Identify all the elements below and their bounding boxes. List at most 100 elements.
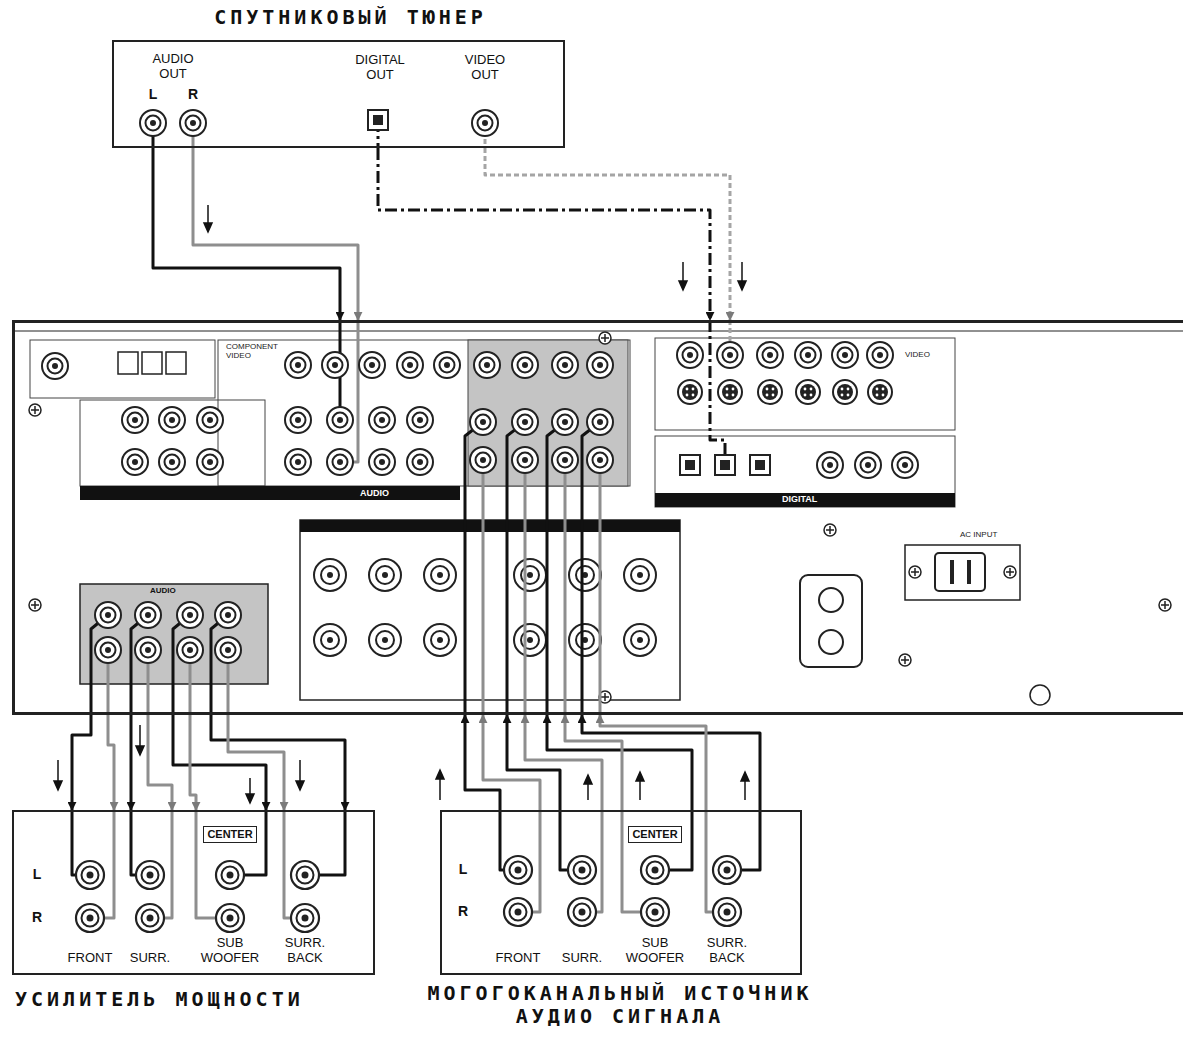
signal-cable [72,715,91,810]
rca-jack [359,352,385,378]
cable-stub [108,650,228,715]
device-jack [568,856,596,884]
receiver-panel [967,560,971,584]
panel-screw [1159,599,1171,611]
cable-stub [72,120,760,918]
signal-cable [485,148,730,320]
device-box: МОГОГОКАНАЛЬНЫЙ ИСТОЧНИК АУДИО СИГНАЛАLR… [440,810,802,975]
device-jack [641,856,669,884]
speaker-terminal [369,559,401,591]
signal-cable [483,715,540,810]
rca-jack [135,602,161,628]
panel-screw [1004,566,1016,578]
rca-jack [285,352,311,378]
rca-jack [42,353,68,379]
signal-cable [153,148,340,320]
rca-jack [434,352,460,378]
rca-jack [42,110,918,663]
jack-label: SURR. [120,951,180,966]
device-jack [291,861,319,889]
speaker-terminal [624,559,656,591]
signal-cable [211,715,345,810]
receiver-panel [118,352,138,374]
rca-jack [474,352,500,378]
receiver-panel [12,320,1183,715]
rca-jack [470,409,496,435]
rca-jack [122,449,148,475]
cable-stub [340,320,358,462]
receiver-panel: COMPONENT VIDEOAUDIOVIDEODIGITALAUDIOAC … [12,320,1183,715]
speaker-terminal [569,559,601,591]
rca-jack [177,637,203,663]
rca-jack [677,342,703,368]
rca-jack [285,449,311,475]
cable-stub [90,810,305,918]
receiver-panel [935,553,985,591]
device-box: СПУТНИКОВЫЙ ТЮНЕРAUDIO OUTLRDIGITAL OUTV… [112,40,565,148]
rca-jack [135,637,161,663]
panel-screw [29,404,41,416]
device-jack [76,904,104,932]
device-jack [136,861,164,889]
speaker-terminal [569,624,601,656]
direction-arrow [207,205,209,224]
jack-label: SURR. BACK [699,936,755,966]
rca-jack [717,342,743,368]
direction-arrow [436,770,444,779]
speaker-terminal [424,624,456,656]
jack-label: AUDIO OUT [145,52,201,82]
direction-arrow [139,725,141,747]
rca-jack [587,352,613,378]
direction-arrow [249,778,251,795]
rca-jack [95,637,121,663]
jack-label: DIGITAL OUT [345,53,415,83]
speaker-terminal [369,624,401,656]
rca-jack [817,452,843,478]
rca-jack [407,407,433,433]
direction-arrow [57,760,59,782]
signal-cable [108,715,114,810]
rca-jack [855,452,881,478]
device-title: МОГОГОКАНАЛЬНЫЙ ИСТОЧНИК АУДИО СИГНАЛА [405,982,835,1028]
direction-arrow [246,794,254,803]
jack-label: SURR. [552,951,612,966]
signal-cable [547,715,692,810]
direction-arrow [741,262,743,282]
channel-label: CENTER [203,826,257,843]
receiver-panel [950,560,954,584]
receiver-panel [166,352,186,374]
receiver-panel [30,340,215,398]
svideo-jack [758,380,782,404]
device-box: УСИЛИТЕЛЬ МОЩНОСТИLRCENTERFRONTSURR.SUB … [12,810,375,975]
jack-label: FRONT [488,951,548,966]
rca-jack [397,352,423,378]
rca-jack [285,407,311,433]
speaker-terminal [514,624,546,656]
rca-jack [327,407,353,433]
direction-arrow [679,281,687,290]
receiver-panel [80,486,460,500]
direction-arrow [439,778,441,800]
device-jack [76,856,741,932]
rca-jack [832,342,858,368]
channel-label: R [185,86,201,102]
jack-label: SUB WOOFER [198,936,262,966]
device-jack [291,904,319,932]
jack-label: VIDEO OUT [457,53,513,83]
svideo-jack [868,380,892,404]
panel-label: AUDIO [150,586,176,595]
rca-jack [122,407,148,433]
panel-label: DIGITAL [782,494,817,504]
rca-jack [197,449,223,475]
direction-arrow [639,780,641,800]
rca-jack [407,449,433,475]
receiver-panel [218,340,630,486]
rca-jack [159,407,185,433]
signal-cable [228,715,284,810]
rca-jack [322,352,348,378]
receiver-panel [819,630,843,654]
receiver-panel [142,352,162,374]
direction-arrow [738,281,746,290]
cable-stub [518,810,727,912]
